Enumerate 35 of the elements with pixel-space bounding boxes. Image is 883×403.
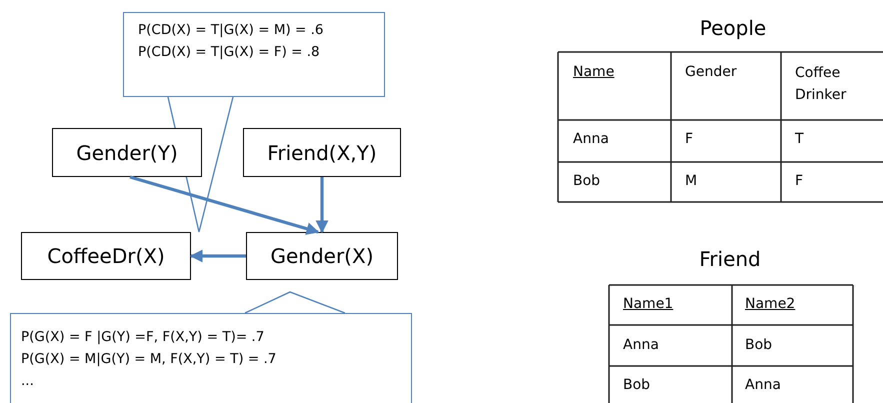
arrow (316, 177, 328, 234)
table-entry: T (795, 131, 804, 147)
callout-bubble (10, 313, 412, 403)
variable-box (52, 128, 202, 177)
key-column-header: Name (573, 64, 614, 80)
probability-formula: P(CD(X) = T|G(X) = F) = .8 (138, 43, 320, 62)
key-column-header: Name2 (745, 296, 796, 312)
table-entry: Anna (745, 377, 781, 393)
arrow (190, 250, 246, 262)
probability-formula: P(G(X) = F |G(Y) =F, F(X,Y) = T)= .7 (21, 328, 264, 347)
table-title: People (700, 16, 766, 40)
table-entry: Anna (623, 337, 659, 353)
variable-name: Gender(X) (270, 244, 374, 268)
probability-formula: ... (21, 372, 34, 391)
variable-box (21, 232, 191, 280)
probability-formula: P(CD(X) = T|G(X) = M) = .6 (138, 21, 324, 40)
table-entry: Coffee Drinker (795, 64, 848, 105)
variable-box (243, 128, 401, 177)
callout-bubble (123, 12, 385, 97)
table-entry: Anna (573, 131, 609, 147)
table-entry: F (795, 173, 804, 189)
table-entry: Bob (623, 377, 650, 393)
variable-box (246, 232, 398, 280)
table-entry: Bob (573, 173, 600, 189)
table-entry: Gender (685, 64, 737, 80)
variable-name: Gender(Y) (76, 140, 178, 164)
table-entry: M (685, 173, 698, 189)
key-column-header: Name1 (623, 296, 674, 312)
variable-name: Friend(X,Y) (267, 140, 377, 164)
probability-formula: P(G(X) = M|G(Y) = M, F(X,Y) = T) = .7 (21, 350, 276, 369)
table-title: Friend (699, 247, 761, 271)
arrow (130, 175, 320, 235)
table-entry: F (685, 131, 694, 147)
table-entry: Bob (745, 337, 772, 353)
variable-name: CoffeeDr(X) (47, 244, 165, 268)
